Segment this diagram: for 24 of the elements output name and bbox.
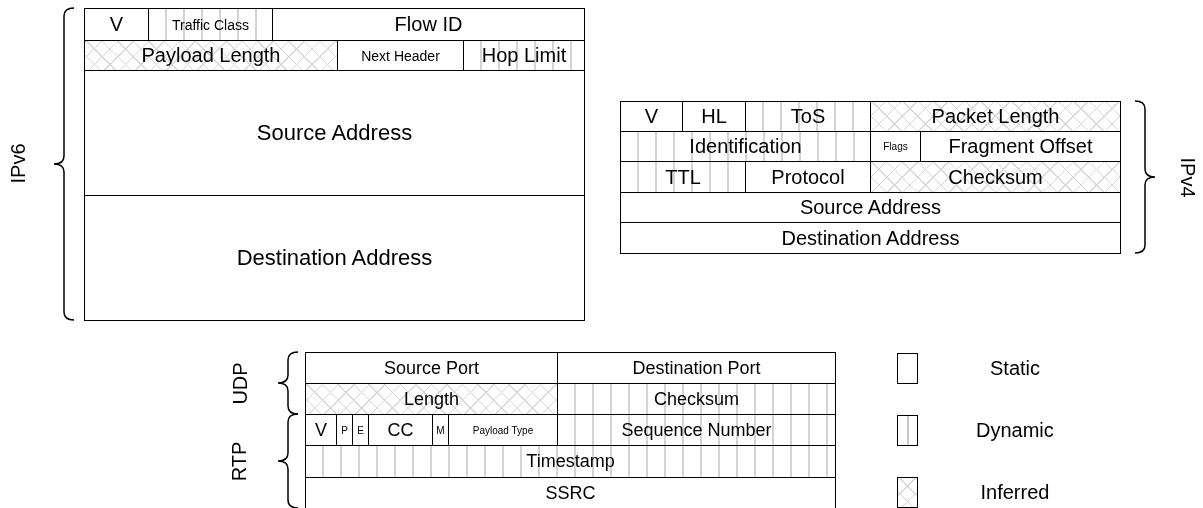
header-field: Source Port — [305, 352, 558, 384]
legend-label: Inferred — [980, 480, 1050, 504]
group-label: RTP — [228, 441, 252, 481]
header-field: Checksum — [870, 161, 1121, 193]
header-field: Length — [305, 383, 558, 415]
header-field: Destination Address — [84, 195, 585, 321]
header-field: SSRC — [305, 477, 836, 508]
header-field: ToS — [745, 101, 871, 132]
group-label: IPv6 — [6, 143, 30, 183]
header-field: Source Address — [620, 192, 1121, 223]
header-field: V — [84, 8, 149, 41]
legend-label: Dynamic — [976, 418, 1054, 442]
header-field: Packet Length — [870, 101, 1121, 132]
header-field: Traffic Class — [148, 8, 273, 41]
group-label: UDP — [228, 361, 252, 405]
header-field: V — [620, 101, 683, 132]
header-field: Destination Port — [557, 352, 836, 384]
header-field: Destination Address — [620, 222, 1121, 254]
header-field: Flow ID — [272, 8, 585, 41]
header-field: Timestamp — [305, 445, 836, 478]
header-field: Payload Length — [84, 40, 338, 71]
legend-label: Static — [990, 356, 1041, 380]
header-field: Source Address — [84, 70, 585, 196]
group-label: IPv4 — [1175, 157, 1199, 197]
